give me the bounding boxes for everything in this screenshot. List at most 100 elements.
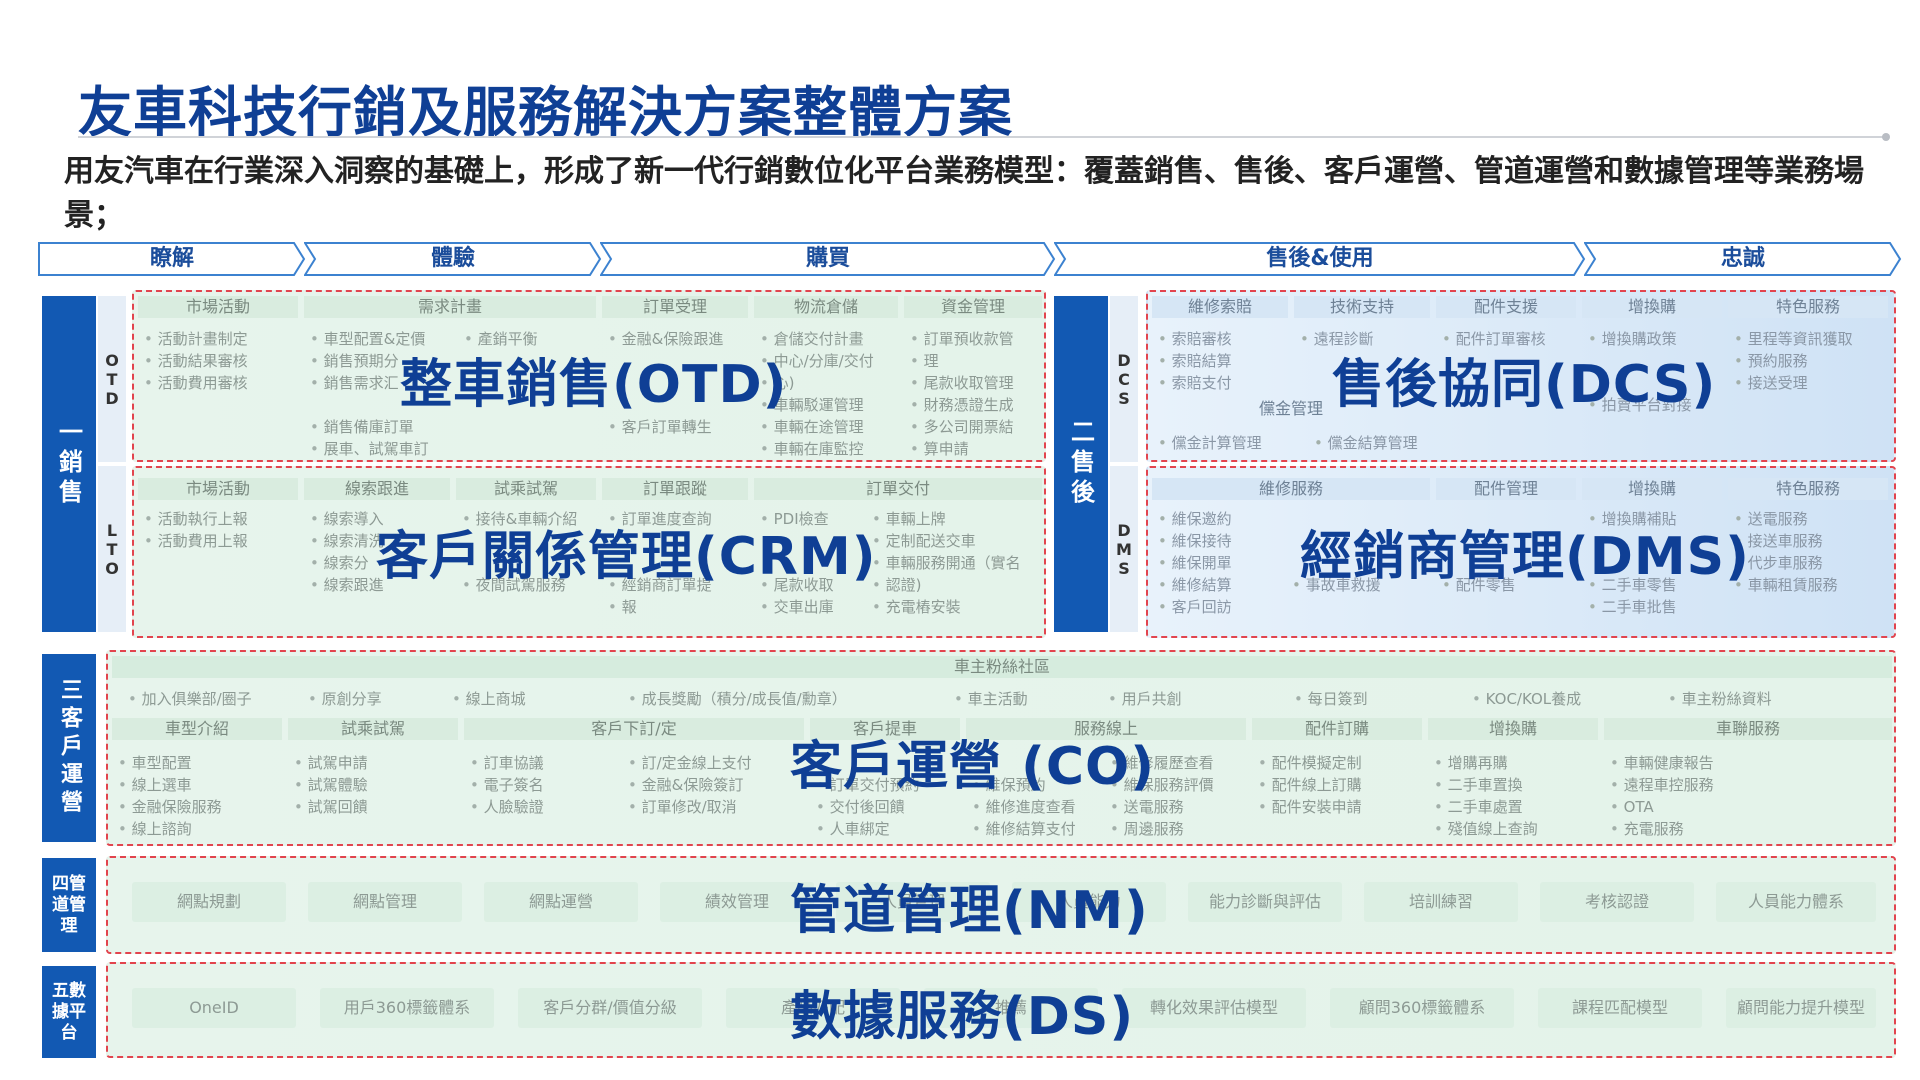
- column-header: 車型介紹: [112, 718, 282, 740]
- list-item: 活動費用審核: [144, 372, 248, 394]
- ds-item: 推薦: [924, 988, 1098, 1028]
- community-item: 成長獎勵（積分/成長值/勳章）: [628, 688, 847, 710]
- column-header: 訂單跟蹤: [602, 478, 748, 500]
- subcategory-label: OTD: [102, 350, 122, 408]
- subcategory-label: DMS: [1114, 520, 1134, 578]
- title-divider-dot: [1882, 133, 1890, 141]
- ds-item: 用戶360標籤體系: [320, 988, 494, 1028]
- column-header: 市場活動: [138, 478, 298, 500]
- ds-item: 客戶分群/價值分級: [518, 988, 702, 1028]
- subcategory-label: LTO: [102, 520, 122, 578]
- list-item: 接送車服務: [1734, 530, 1823, 552]
- ds-item: 課程匹配模型: [1538, 988, 1702, 1028]
- list-item: PDI檢查: [760, 508, 829, 530]
- list-item: 車輛駁運管理: [760, 394, 864, 416]
- list-item: 認證): [872, 574, 922, 596]
- column-header: 技術支持: [1294, 296, 1430, 318]
- list-item: 車輛上牌: [872, 508, 946, 530]
- list-item: 尾款收取: [760, 574, 834, 596]
- list-item: 交付後回饋: [816, 796, 905, 818]
- journey-label: 忠誠: [1720, 246, 1765, 271]
- community-item: 車主粉絲資料: [1668, 688, 1772, 710]
- list-item: 遠程診斷: [1300, 328, 1374, 350]
- column-header: 儻金管理: [1258, 399, 1323, 418]
- journey-label: 體驗: [430, 246, 475, 271]
- list-item: 線索清洗: [310, 530, 384, 552]
- column-header: 物流倉儲: [754, 296, 898, 318]
- list-item: 展車、試駕車訂: [310, 438, 429, 460]
- column-header: 增換購: [1582, 296, 1722, 318]
- list-item: 維修結算支付: [972, 818, 1076, 840]
- list-item: 經銷商訂單提: [608, 574, 712, 596]
- list-item: 二手車零售: [1588, 574, 1677, 596]
- nm-item: 人員管理: [836, 882, 990, 922]
- list-item: 維保服務評價: [1110, 774, 1214, 796]
- list-item: 索賠結算: [1158, 350, 1232, 372]
- ds-zone: OneID 用戶360標籤體系 客戶分群/價值分級 產品匹配 推薦 轉化效果評估…: [106, 962, 1896, 1058]
- list-item: 里程等資訊獲取: [1734, 328, 1853, 350]
- subcategory-dms: DMS: [1110, 466, 1138, 632]
- list-item: 夜間試駕服務: [462, 574, 566, 596]
- page-subtitle: 用友汽車在行業深入洞察的基礎上，形成了新一代行銷數位化平台業務模型：覆蓋銷售、售…: [64, 154, 1864, 233]
- list-item: 配件安裝申請: [1258, 796, 1362, 818]
- list-item: 線上選車: [118, 774, 192, 796]
- list-item: 訂單修改/取消: [628, 796, 737, 818]
- list-item: 線索分: [310, 552, 369, 574]
- community-item: KOC/KOL養成: [1472, 688, 1582, 710]
- nm-item: 網點運營: [484, 882, 638, 922]
- list-item: 人車綁定: [816, 818, 890, 840]
- list-item: 維保接待: [1158, 530, 1232, 552]
- list-item: 車型配置&定價: [310, 328, 426, 350]
- community-item: 用戶共創: [1108, 688, 1182, 710]
- category-label: 二售後: [1066, 419, 1095, 509]
- list-item: 配件線上訂購: [1258, 774, 1362, 796]
- category-label: 四管道管理: [52, 873, 86, 936]
- list-item: 銷售備庫訂單: [310, 416, 414, 438]
- community-header: 車主粉絲社區: [112, 656, 1892, 678]
- ds-item: 產品匹配: [726, 988, 900, 1028]
- community-item: 加入俱樂部/圈子: [128, 688, 252, 710]
- nm-item: 人員能力體系: [1716, 882, 1876, 922]
- column-header: 需求計畫: [304, 296, 596, 318]
- journey-step-loyalty: 忠誠: [1584, 242, 1902, 276]
- title-divider: [78, 136, 1888, 138]
- list-item: 預約服務: [1734, 350, 1808, 372]
- list-item: 二手車處置: [1434, 796, 1523, 818]
- list-item: 接待&車輛介紹: [462, 508, 578, 530]
- ds-item: OneID: [132, 988, 296, 1028]
- list-item: 二手車批售: [1588, 596, 1677, 618]
- column-header: 維修服務: [1152, 478, 1430, 500]
- list-item: 算申請: [910, 438, 969, 460]
- list-item: 配件零售: [1442, 574, 1516, 596]
- list-item: 維修履歷查看: [1110, 752, 1214, 774]
- column-header: 配件支援: [1436, 296, 1576, 318]
- community-item: 車主活動: [954, 688, 1028, 710]
- list-item: 拍賣平台對接: [1588, 394, 1692, 416]
- column-header: 增換購: [1428, 718, 1598, 740]
- list-item: 送電服務: [1734, 508, 1808, 530]
- list-item: 心): [760, 372, 795, 394]
- list-item: 報: [608, 596, 637, 618]
- column-header: 試乘試駕: [456, 478, 596, 500]
- co-zone: 車主粉絲社區 加入俱樂部/圈子 原創分享 線上商城 成長獎勵（積分/成長值/勳章…: [106, 650, 1896, 846]
- list-item: 維修結算: [1158, 574, 1232, 596]
- category-label: 三客戶運營: [57, 678, 82, 818]
- category-data-platform: 五數據平台: [42, 966, 96, 1058]
- dcs-overlay-title: 售後協同(DCS): [1332, 355, 1717, 415]
- journey-step-purchase: 購買: [600, 242, 1056, 276]
- ds-item: 顧問能力提升模型: [1726, 988, 1876, 1028]
- list-item: 銷售需求汇: [310, 372, 399, 394]
- list-item: 活動執行上報: [144, 508, 248, 530]
- list-item: 車型配置: [118, 752, 192, 774]
- community-item: 原創分享: [308, 688, 382, 710]
- nm-item: 網點管理: [308, 882, 462, 922]
- list-item: 維修進度查看: [972, 796, 1076, 818]
- column-header: 客戶提車: [810, 718, 960, 740]
- list-item: 財務憑證生成: [910, 394, 1014, 416]
- list-item: 線索跟進: [310, 574, 384, 596]
- list-item: 配件模擬定制: [1258, 752, 1362, 774]
- subcategory-dcs: DCS: [1110, 296, 1138, 462]
- subcategory-otd: OTD: [98, 296, 126, 462]
- list-item: 訂/定金線上支付: [628, 752, 752, 774]
- list-item: 儻金結算管理: [1314, 432, 1418, 454]
